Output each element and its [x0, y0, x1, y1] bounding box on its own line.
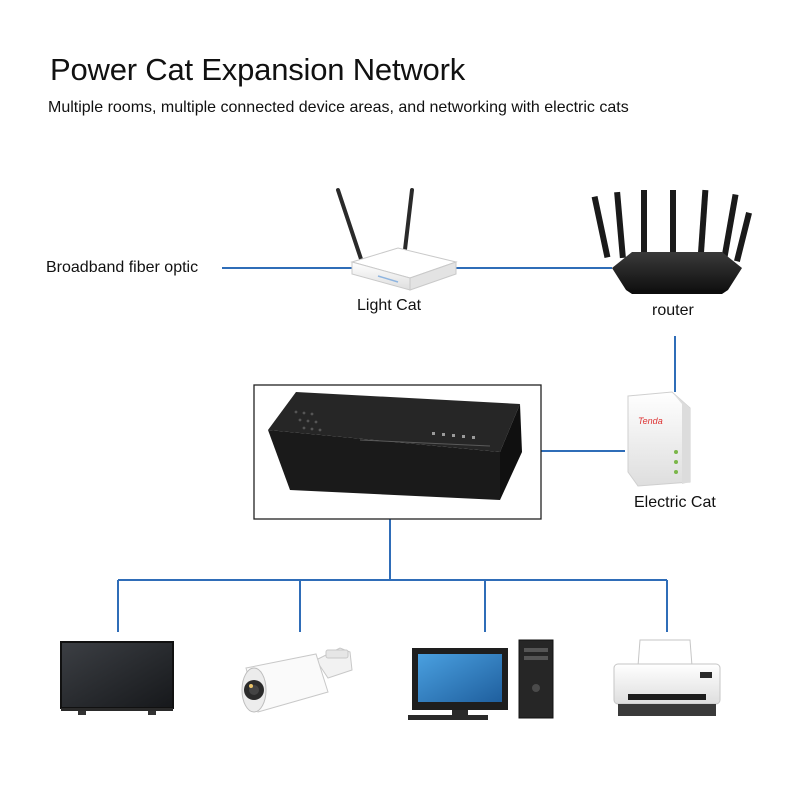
network-switch-icon [268, 392, 522, 500]
printer-icon [613, 639, 721, 716]
electric-cat-label: Electric Cat [634, 494, 716, 511]
electric-cat-brand: Tenda [638, 416, 663, 426]
connection-lines [117, 267, 676, 632]
electric-cat-adapter-icon: Tenda [627, 391, 691, 487]
camera-icon [241, 647, 353, 713]
router-icon [591, 189, 752, 294]
light-cat-modem-icon [336, 188, 458, 291]
page-title: Power Cat Expansion Network [50, 52, 466, 87]
page-subtitle: Multiple rooms, multiple connected devic… [48, 99, 629, 116]
light-cat-label: Light Cat [357, 297, 422, 314]
tv-icon [60, 641, 174, 715]
router-label: router [652, 302, 694, 319]
computer-icon [408, 639, 554, 720]
switch-frame [253, 384, 542, 520]
fiber-label: Broadband fiber optic [46, 259, 199, 276]
